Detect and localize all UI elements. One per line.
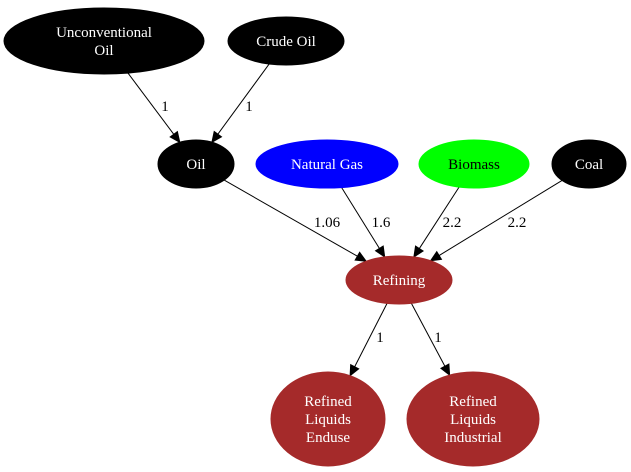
node-label: Natural Gas (291, 157, 363, 173)
node-label: Biomass (448, 157, 500, 173)
edge-natural-gas-to-refining: 1.6 (341, 187, 391, 258)
edge-crude-oil-to-oil: 1 (211, 63, 270, 144)
node-shape (406, 371, 540, 467)
edge-line (438, 180, 563, 256)
node-shape (157, 139, 235, 189)
node-refining[interactable]: Refining (345, 255, 453, 305)
edge-weight-label: 2.2 (443, 215, 462, 231)
node-label: Oil (94, 43, 113, 59)
node-label: Refining (373, 273, 426, 289)
node-label: Unconventional (56, 25, 152, 41)
node-shape (255, 139, 399, 189)
arrowhead (211, 130, 223, 144)
edge-weight-label: 1.06 (314, 215, 341, 231)
edge-unconventional-oil-to-oil: 1 (127, 72, 181, 144)
edge-line (341, 187, 380, 249)
node-label: Refined (449, 394, 497, 410)
node-label: Coal (575, 157, 603, 173)
edge-weight-label: 1 (161, 99, 169, 115)
node-shape (227, 16, 345, 66)
edge-coal-to-refining: 2.2 (429, 180, 563, 262)
edges-layer: 1 1 1.06 1.6 2.2 2.2 1 1 (127, 63, 563, 377)
node-label: Enduse (306, 430, 351, 446)
node-shape (345, 255, 453, 305)
node-label: Crude Oil (256, 34, 316, 50)
edge-line (410, 303, 446, 367)
node-shape (418, 139, 530, 189)
node-natural-gas[interactable]: Natural Gas (255, 139, 399, 189)
edge-refining-to-refined-liquids-enduse: 1 (349, 303, 388, 377)
arrowhead (440, 363, 451, 377)
node-label: Refined (304, 394, 352, 410)
edge-weight-label: 1.6 (372, 215, 391, 231)
edge-line (354, 303, 388, 368)
node-label: Oil (186, 157, 205, 173)
arrowhead (169, 130, 181, 144)
edge-refining-to-refined-liquids-industrial: 1 (410, 303, 451, 377)
node-shape (551, 139, 627, 189)
edge-line (223, 179, 358, 257)
arrowhead (374, 245, 386, 258)
node-label: Industrial (444, 430, 502, 446)
edge-weight-label: 1 (376, 330, 384, 346)
node-oil[interactable]: Oil (157, 139, 235, 189)
arrowhead (413, 245, 425, 258)
node-crude-oil[interactable]: Crude Oil (227, 16, 345, 66)
edge-line (127, 72, 175, 135)
edge-line (217, 63, 270, 135)
node-biomass[interactable]: Biomass (418, 139, 530, 189)
arrowhead (354, 251, 368, 262)
arrowhead (349, 363, 360, 377)
edge-line (418, 186, 460, 249)
edge-weight-label: 1 (434, 330, 442, 346)
node-coal[interactable]: Coal (551, 139, 627, 189)
arrowhead (429, 250, 443, 262)
node-label: Liquids (450, 412, 496, 428)
edge-weight-label: 1 (245, 99, 253, 115)
node-label: Liquids (305, 412, 351, 428)
node-shape (270, 371, 386, 467)
edge-oil-to-refining: 1.06 (223, 179, 368, 262)
edge-weight-label: 2.2 (508, 215, 527, 231)
edge-biomass-to-refining: 2.2 (413, 186, 462, 258)
node-shape (3, 7, 205, 75)
